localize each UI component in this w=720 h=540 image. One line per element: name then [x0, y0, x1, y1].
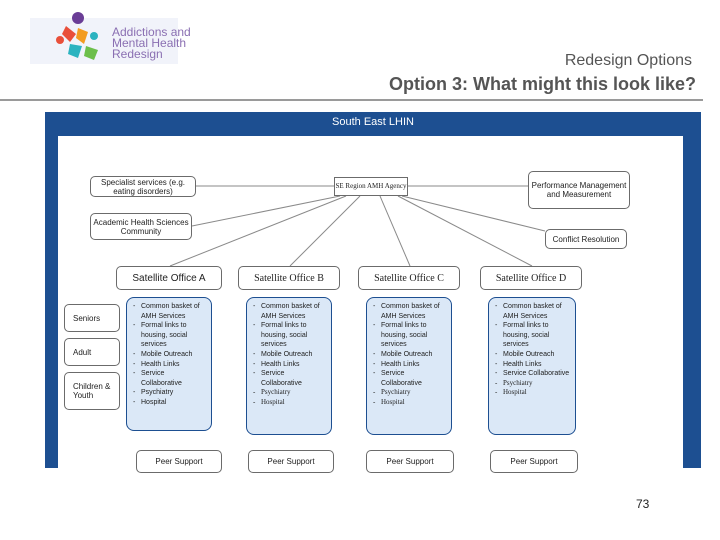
- service-item: Common basket of AMH Services: [253, 302, 327, 321]
- region-header-bar: [45, 112, 701, 136]
- service-item: Mobile Outreach: [253, 350, 327, 360]
- logo-line-3: Redesign: [112, 47, 163, 61]
- region-frame-left: [45, 136, 58, 468]
- service-item: Service Collaborative: [373, 369, 447, 388]
- service-item: Psychiatry: [495, 379, 571, 389]
- service-item: Formal links to housing, social services: [373, 321, 447, 350]
- service-item: Health Links: [373, 360, 447, 370]
- conflict-resolution-box: Conflict Resolution: [545, 229, 627, 249]
- logo-line-2: Mental Health: [112, 36, 187, 50]
- service-item: Service Collaborative: [253, 369, 327, 388]
- office-d-label: Satellite Office D: [480, 266, 582, 290]
- office-b-services: Common basket of AMH Services Formal lin…: [246, 297, 332, 435]
- office-d-peer-support: Peer Support: [490, 450, 578, 473]
- connector-academic: [191, 195, 341, 227]
- service-item: Common basket of AMH Services: [373, 302, 447, 321]
- slide-subtitle: Redesign Options: [564, 52, 692, 69]
- service-item: Psychiatry: [373, 388, 447, 398]
- office-d-services: Common basket of AMH Services Formal lin…: [488, 297, 576, 435]
- office-c-services: Common basket of AMH Services Formal lin…: [366, 297, 452, 435]
- service-item: Formal links to housing, social services: [253, 321, 327, 350]
- office-c-peer-support: Peer Support: [366, 450, 454, 473]
- logo-icon: [30, 12, 178, 64]
- service-item: Health Links: [495, 360, 571, 370]
- service-item: Mobile Outreach: [373, 350, 447, 360]
- agency-box: SE Region AMH Agency: [334, 177, 408, 196]
- office-b-label: Satellite Office B: [238, 266, 340, 290]
- region-frame-right: [683, 136, 701, 468]
- logo: [30, 6, 220, 66]
- office-a-peer-support: Peer Support: [136, 450, 222, 473]
- service-item: Formal links to housing, social services: [495, 321, 571, 350]
- academic-health-box: Academic Health Sciences Community: [90, 213, 192, 240]
- service-item: Hospital: [373, 398, 447, 408]
- connector-office-b: [289, 195, 361, 267]
- slide-title: Option 3: What might this look like?: [389, 74, 696, 94]
- connector-office-d: [397, 195, 533, 267]
- service-item: Hospital: [495, 388, 571, 398]
- service-item: Hospital: [133, 398, 207, 408]
- service-item: Health Links: [133, 360, 207, 370]
- service-item: Psychiatry: [253, 388, 327, 398]
- service-item: Common basket of AMH Services: [133, 302, 207, 321]
- connector-office-a: [169, 195, 347, 267]
- logo-line-1: Addictions and: [112, 25, 191, 39]
- service-item: Mobile Outreach: [133, 350, 207, 360]
- service-item: Service Collaborative: [495, 369, 571, 379]
- service-item: Service Collaborative: [133, 369, 207, 388]
- logo-wordmark: Addictions and Mental Health Redesign: [112, 25, 191, 61]
- client-group-adult: Adult: [64, 338, 120, 366]
- office-b-peer-support: Peer Support: [248, 450, 334, 473]
- office-a-services: Common basket of AMH Services Formal lin…: [126, 297, 212, 431]
- header-divider: [0, 99, 703, 101]
- client-group-children-youth: Children & Youth: [64, 372, 120, 410]
- service-item: Hospital: [253, 398, 327, 408]
- service-item: Health Links: [253, 360, 327, 370]
- office-a-label: Satellite Office A: [116, 266, 222, 290]
- office-c-label: Satellite Office C: [358, 266, 460, 290]
- specialist-services-box: Specialist services (e.g. eating disorde…: [90, 176, 196, 197]
- page-number: 73: [636, 497, 650, 511]
- service-item: Mobile Outreach: [495, 350, 571, 360]
- service-item: Psychiatry: [133, 388, 207, 398]
- connector-office-c: [379, 195, 411, 267]
- region-title: South East LHIN: [332, 116, 414, 128]
- client-group-seniors: Seniors: [64, 304, 120, 332]
- performance-management-box: Performance Management and Measurement: [528, 171, 630, 209]
- service-item: Common basket of AMH Services: [495, 302, 571, 321]
- connector-conflict: [401, 195, 546, 232]
- service-item: Formal links to housing, social services: [133, 321, 207, 350]
